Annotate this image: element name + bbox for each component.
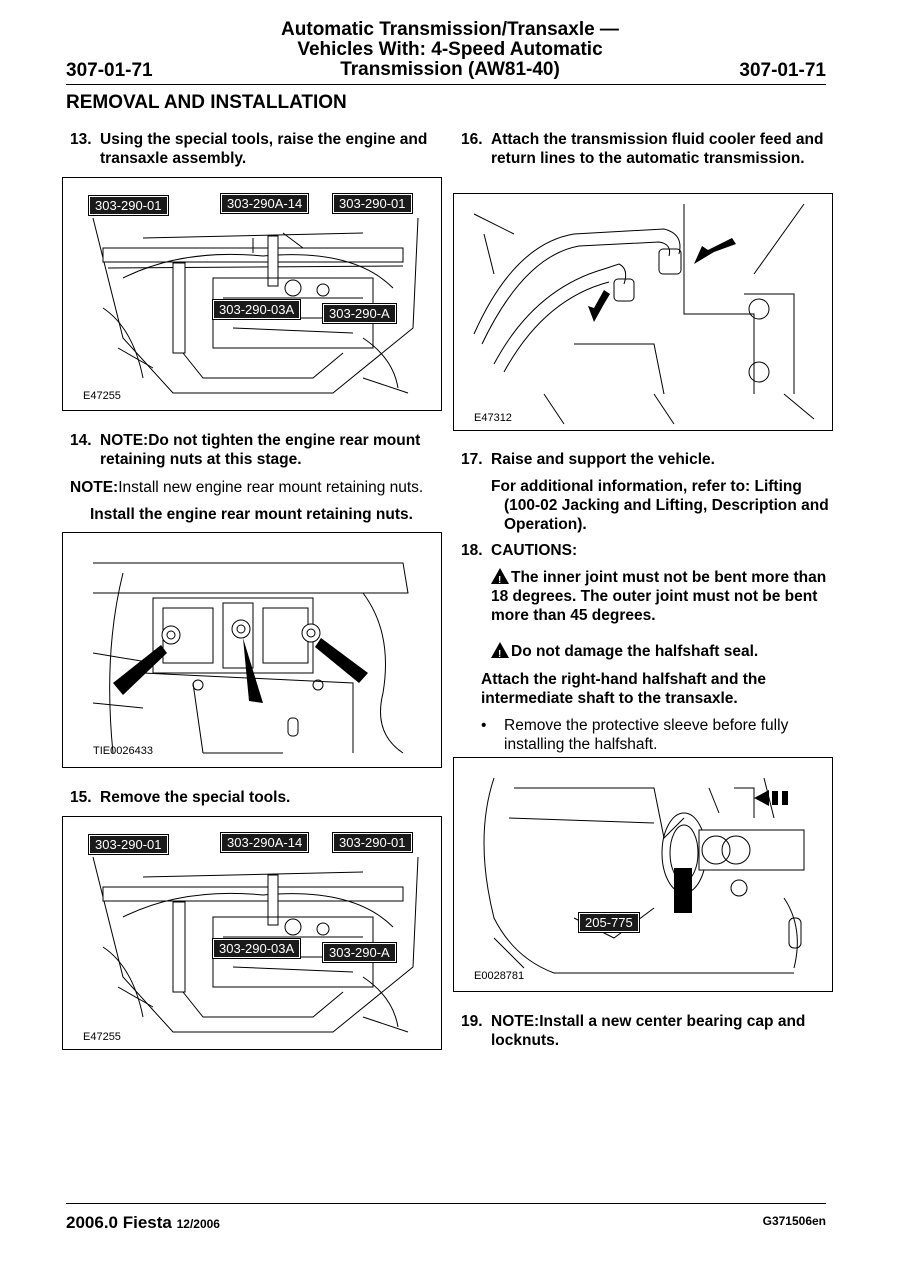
step-text: Using the special tools, raise the engin… — [100, 131, 428, 167]
tool-tag: 205-775 — [578, 912, 640, 933]
tool-tag: 303-290-03A — [211, 938, 302, 959]
step-14-action: Install the engine rear mount retaining … — [90, 506, 413, 523]
figure-engine-support-1: 303-290-01 303-290A-14 303-290-01 303-29… — [62, 177, 442, 411]
step-18-action: Attach the right-hand halfshaft and the … — [481, 671, 767, 707]
header-rule — [66, 84, 826, 85]
step-number: 13. — [70, 131, 92, 148]
step-text: CAUTIONS: — [491, 542, 578, 559]
step-number: 17. — [461, 451, 483, 468]
figure-id: TIE0026433 — [93, 745, 153, 757]
caution-2: Do not damage the halfshaft seal. — [491, 642, 827, 664]
tool-tag: 303-290-01 — [88, 834, 169, 855]
figure-id: E47255 — [83, 390, 121, 402]
step-14: 14. NOTE:Do not tighten the engine rear … — [70, 431, 440, 469]
rear-mount-illustration — [92, 562, 409, 754]
step-text: NOTE:Do not tighten the engine rear moun… — [100, 432, 421, 468]
tool-tag: 303-290-A — [322, 303, 397, 324]
title-line-3: Transmission (AW81-40) — [340, 59, 560, 80]
figure-cooler-lines: E47312 — [453, 193, 833, 431]
step-17-info: For additional information, refer to: Li… — [491, 478, 829, 533]
step-text: Attach the transmission fluid cooler fee… — [491, 131, 824, 167]
caution-icon — [491, 568, 509, 590]
step-13: 13. Using the special tools, raise the e… — [70, 130, 430, 168]
engine-bay-illustration — [92, 217, 419, 394]
step-number: 18. — [461, 542, 483, 559]
step-number: 19. — [461, 1013, 483, 1030]
footer-rule — [66, 1203, 826, 1204]
caution-1: The inner joint must not be bent more th… — [491, 568, 827, 625]
engine-bay-illustration — [92, 856, 419, 1033]
document-title: Automatic Transmission/Transaxle — Vehic… — [200, 20, 700, 80]
bullet-text: Remove the protective sleeve before full… — [504, 717, 789, 753]
step-number: 14. — [70, 432, 92, 449]
figure-id: E47312 — [474, 412, 512, 424]
tool-tag: 303-290-01 — [332, 193, 413, 214]
figure-engine-support-2: 303-290-01 303-290A-14 303-290-01 303-29… — [62, 816, 442, 1050]
bullet-item: • Remove the protective sleeve before fu… — [481, 716, 827, 754]
note-label: NOTE: — [70, 479, 119, 496]
tool-tag: 303-290-01 — [88, 195, 169, 216]
halfshaft-illustration — [483, 777, 805, 974]
step-17: 17. Raise and support the vehicle. — [461, 450, 827, 469]
step-18: 18. CAUTIONS: — [461, 541, 827, 560]
section-title: REMOVAL AND INSTALLATION — [66, 92, 347, 113]
tool-tag: 303-290-A — [322, 942, 397, 963]
tool-tag: 303-290A-14 — [219, 832, 310, 853]
step-text: Remove the special tools. — [100, 789, 291, 806]
bullet-dot: • — [481, 717, 487, 734]
figure-halfshaft: 205-775 E0028781 — [453, 757, 833, 992]
page-number-right: 307-01-71 — [739, 60, 826, 81]
caution-icon — [491, 642, 509, 664]
figure-engine-rear-mount: TIE0026433 — [62, 532, 442, 768]
footer-code: G371506en — [762, 1214, 826, 1228]
step-15: 15. Remove the special tools. — [70, 788, 430, 807]
cooler-lines-illustration — [473, 203, 815, 425]
step-19: 19. NOTE:Install a new center bearing ca… — [461, 1012, 827, 1050]
figure-id: E47255 — [83, 1031, 121, 1043]
note-14: NOTE:Install new engine rear mount retai… — [70, 478, 440, 497]
step-number: 16. — [461, 131, 483, 148]
caution-text: Do not damage the halfshaft seal. — [511, 643, 759, 660]
caution-text: The inner joint must not be bent more th… — [491, 569, 827, 624]
step-16: 16. Attach the transmission fluid cooler… — [461, 130, 827, 168]
tool-tag: 303-290A-14 — [219, 193, 310, 214]
figure-id: E0028781 — [474, 970, 525, 982]
footer-model-name: 2006.0 Fiesta — [66, 1213, 172, 1232]
note-text: Install new engine rear mount retaining … — [118, 479, 424, 496]
step-text: NOTE:Install a new center bearing cap an… — [491, 1013, 806, 1049]
step-number: 15. — [70, 789, 92, 806]
footer-date: 12/2006 — [176, 1217, 220, 1231]
arrow-mount-left — [113, 645, 167, 695]
footer-model: 2006.0 Fiesta 12/2006 — [66, 1213, 220, 1233]
title-line-1: Automatic Transmission/Transaxle — — [281, 19, 619, 40]
tool-tag: 303-290-03A — [211, 299, 302, 320]
tool-tag: 303-290-01 — [332, 832, 413, 853]
page-number-left: 307-01-71 — [66, 60, 153, 81]
step-text: Raise and support the vehicle. — [491, 451, 715, 468]
title-line-2: Vehicles With: 4-Speed Automatic — [297, 39, 603, 60]
